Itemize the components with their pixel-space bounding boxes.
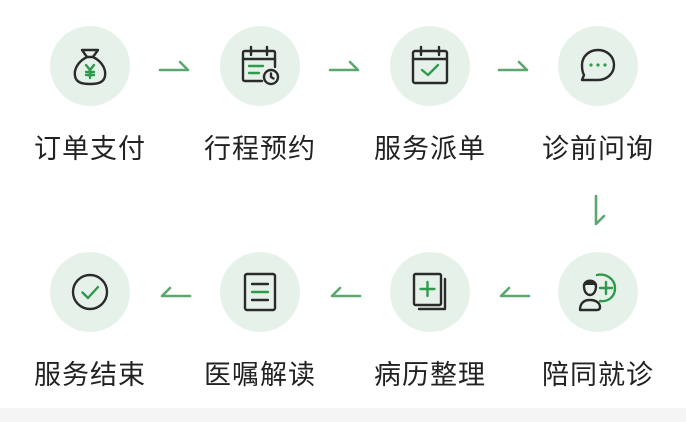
step-label: 行程预约: [204, 134, 316, 165]
check-circle-icon: [71, 273, 109, 311]
medical-record-icon: [412, 272, 447, 311]
step-advice-interpret: 医嘱解读: [195, 252, 325, 392]
step-icon-circle: [390, 26, 470, 106]
escort-person-icon: [578, 273, 617, 312]
calendar-check-icon: [411, 45, 449, 85]
arrow-right-icon: [158, 60, 190, 72]
step-icon-circle: [50, 26, 130, 106]
step-label: 医嘱解读: [204, 360, 316, 391]
step-icon-circle: [50, 252, 130, 332]
arrow-right-icon: [497, 60, 529, 72]
step-icon-circle: [220, 26, 300, 106]
step-label: 陪同就诊: [542, 360, 654, 391]
arrow-left-icon: [160, 286, 192, 298]
schedule-calendar-icon: [241, 45, 280, 86]
step-icon-circle: [390, 252, 470, 332]
step-record-organize: 病历整理: [365, 252, 495, 392]
money-bag-icon: [73, 48, 107, 86]
step-itinerary-booking: 行程预约: [195, 26, 325, 166]
step-icon-circle: [558, 26, 638, 106]
bottom-divider: [0, 408, 686, 422]
chat-bubble-icon: [580, 48, 616, 82]
step-service-dispatch: 服务派单: [365, 26, 495, 166]
step-icon-circle: [220, 252, 300, 332]
arrow-right-icon: [328, 60, 360, 72]
step-label: 服务派单: [374, 134, 486, 165]
step-label: 诊前问询: [542, 134, 654, 165]
step-label: 订单支付: [34, 134, 146, 165]
step-pre-consultation: 诊前问询: [533, 26, 663, 166]
document-lines-icon: [243, 272, 277, 312]
arrow-left-icon: [499, 286, 531, 298]
step-icon-circle: [558, 252, 638, 332]
step-label: 病历整理: [374, 360, 486, 391]
arrow-left-icon: [330, 286, 362, 298]
step-service-end: 服务结束: [25, 252, 155, 392]
step-label: 服务结束: [34, 360, 146, 391]
step-order-payment: 订单支付: [25, 26, 155, 166]
arrow-down-icon: [594, 194, 606, 226]
step-accompanied-visit: 陪同就诊: [533, 252, 663, 392]
